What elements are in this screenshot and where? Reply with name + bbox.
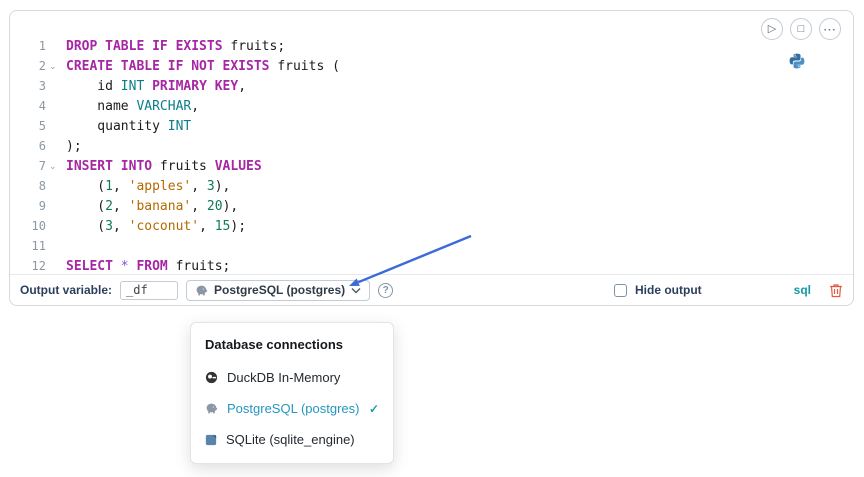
line-number: 11 <box>31 239 46 253</box>
stop-icon: □ <box>797 22 805 35</box>
menu-item-postgresql[interactable]: PostgreSQL (postgres) ✓ <box>191 393 393 424</box>
code-line[interactable]: 8 (1, 'apples', 3), <box>10 176 853 196</box>
run-cell-button[interactable]: ▷ <box>761 18 783 40</box>
line-number: 3 <box>38 79 46 93</box>
code-text: (2, 'banana', 20), <box>66 198 239 214</box>
cell-toolbar: Output variable: PostgreSQL (postgres) <box>10 274 853 305</box>
question-mark-icon: ? <box>382 284 389 296</box>
code-line[interactable]: 1 DROP TABLE IF EXISTS fruits; <box>10 36 853 56</box>
python-language-icon <box>789 53 805 69</box>
code-line[interactable]: 3 id INT PRIMARY KEY, <box>10 76 853 96</box>
line-number: 2 <box>38 59 46 73</box>
menu-item-sqlite[interactable]: SQLite (sqlite_engine) <box>191 424 393 455</box>
line-number: 8 <box>38 179 46 193</box>
menu-item-label: PostgreSQL (postgres) <box>227 401 360 416</box>
menu-item-duckdb[interactable]: DuckDB In-Memory <box>191 362 393 393</box>
checkmark-icon: ✓ <box>368 401 379 416</box>
cell-actions: ▷ □ ⋯ <box>761 18 841 40</box>
help-button[interactable]: ? <box>378 282 394 298</box>
code-text: name VARCHAR, <box>66 98 200 114</box>
code-line[interactable]: 9 (2, 'banana', 20), <box>10 196 853 216</box>
duckdb-icon <box>205 371 218 384</box>
code-text: SELECT * FROM fruits; <box>66 258 231 274</box>
hide-output-checkbox[interactable] <box>614 283 627 297</box>
code-text: CREATE TABLE IF NOT EXISTS fruits ( <box>66 58 340 74</box>
code-text: INSERT INTO fruits VALUES <box>66 158 262 174</box>
connection-dropdown-button[interactable]: PostgreSQL (postgres) <box>186 279 371 301</box>
line-number: 5 <box>38 119 46 133</box>
line-number: 10 <box>31 219 46 233</box>
stop-cell-button[interactable]: □ <box>790 18 812 40</box>
connections-menu: Database connections DuckDB In-Memory Po… <box>190 322 394 464</box>
cell-more-options-button[interactable]: ⋯ <box>819 18 841 40</box>
line-number: 12 <box>31 259 46 273</box>
code-text: ); <box>66 138 82 154</box>
connection-dropdown-label: PostgreSQL (postgres) <box>214 283 346 297</box>
fold-chevron-icon[interactable]: ⌄ <box>49 60 57 71</box>
line-number: 7 <box>38 159 46 173</box>
line-number: 1 <box>38 39 46 53</box>
code-line[interactable]: 10 (3, 'coconut', 15); <box>10 216 853 236</box>
code-text: quantity INT <box>66 118 192 134</box>
code-text <box>60 239 74 254</box>
code-line[interactable]: 7⌄ INSERT INTO fruits VALUES <box>10 156 853 176</box>
code-text: id INT PRIMARY KEY, <box>66 78 247 94</box>
line-number: 4 <box>38 99 46 113</box>
connections-menu-title: Database connections <box>205 337 343 352</box>
line-number: 6 <box>38 139 46 153</box>
postgresql-elephant-icon <box>205 402 218 415</box>
menu-item-label: SQLite (sqlite_engine) <box>226 432 355 447</box>
code-line[interactable]: 2⌄ CREATE TABLE IF NOT EXISTS fruits ( <box>10 56 853 76</box>
fold-chevron-icon[interactable]: ⌄ <box>49 160 57 171</box>
toolbar-left: Output variable: PostgreSQL (postgres) <box>20 279 394 301</box>
play-icon: ▷ <box>767 22 777 35</box>
hide-output-label: Hide output <box>635 283 702 297</box>
code-line[interactable]: 11 <box>10 236 853 256</box>
delete-cell-button[interactable] <box>829 283 843 298</box>
postgresql-elephant-icon <box>195 284 208 297</box>
menu-item-label: DuckDB In-Memory <box>227 370 341 385</box>
ellipsis-icon: ⋯ <box>823 21 837 37</box>
toolbar-right: Hide output sql <box>614 283 843 298</box>
code-line[interactable]: 6); <box>10 136 853 156</box>
output-variable-input[interactable] <box>120 280 179 300</box>
code-text: (1, 'apples', 3), <box>66 178 231 194</box>
code-line[interactable]: 5 quantity INT <box>10 116 853 136</box>
code-text: DROP TABLE IF EXISTS fruits; <box>66 38 286 54</box>
output-variable-label: Output variable: <box>20 283 113 297</box>
code-line[interactable]: 12 SELECT * FROM fruits; <box>10 256 853 276</box>
code-text: (3, 'coconut', 15); <box>66 218 247 234</box>
trash-icon <box>829 283 843 298</box>
language-badge: sql <box>793 283 811 297</box>
line-number: 9 <box>38 199 46 213</box>
chevron-down-icon <box>351 287 361 294</box>
code-line[interactable]: 4 name VARCHAR, <box>10 96 853 116</box>
sqlite-icon <box>205 434 217 446</box>
